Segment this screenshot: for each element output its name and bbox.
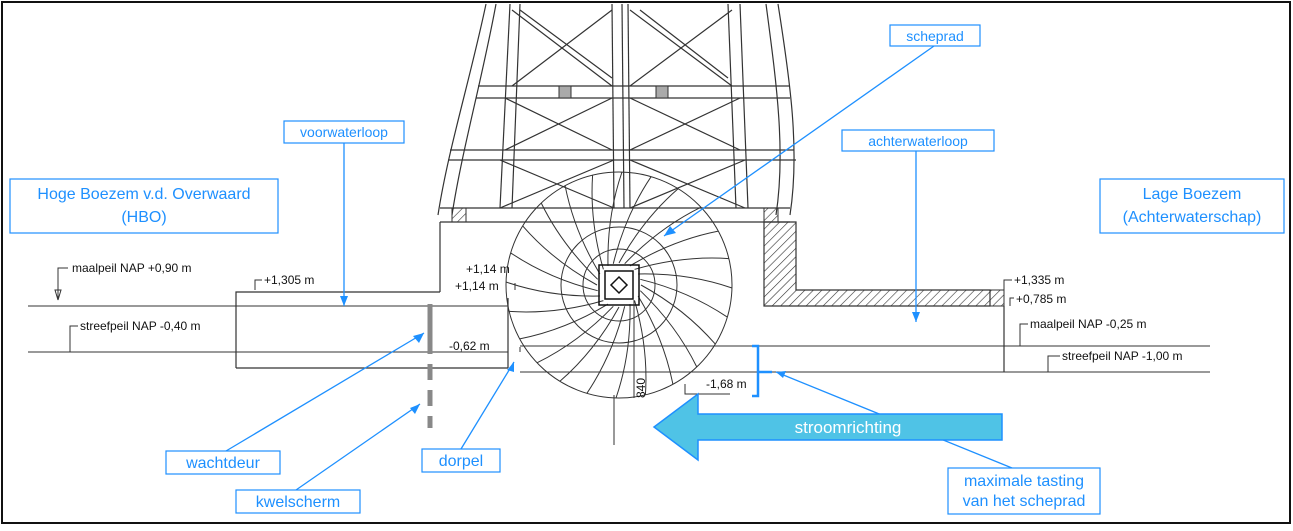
- max-tasting-bracket: [752, 344, 772, 398]
- wheel-paddle: [615, 304, 631, 399]
- wheel-paddle: [612, 176, 652, 264]
- wheel-paddle: [607, 171, 623, 266]
- wheel-paddle: [624, 206, 702, 265]
- right-wall-top-label: +1,335 m: [1014, 273, 1064, 287]
- wheel-paddle: [522, 225, 598, 286]
- mill-tower: [437, 3, 796, 223]
- wheel-paddle: [629, 230, 719, 267]
- wheel-paddle: [638, 273, 733, 289]
- label-voorwaterloop: voorwaterloop: [283, 120, 405, 144]
- wheel-paddle: [536, 305, 614, 364]
- wheel-paddle: [637, 295, 674, 385]
- wheel-paddle: [640, 284, 716, 345]
- sill-label: -0,62 m: [449, 339, 490, 353]
- maalpeil-right-label: maalpeil NAP -0,25 m: [1030, 317, 1147, 331]
- maximale-tasting-line2: van het scheprad: [963, 493, 1086, 510]
- label-kwelscherm: kwelscherm: [235, 489, 361, 514]
- label-wachtdeur: wachtdeur: [165, 450, 281, 475]
- voorwaterloop-text: voorwaterloop: [300, 124, 388, 140]
- beam-blocks: [451, 85, 779, 223]
- scheprad-wheel: [505, 171, 733, 399]
- wheel-paddle: [510, 252, 598, 292]
- label-dorpel: dorpel: [421, 448, 501, 473]
- maalpeil-left-label: maalpeil NAP +0,90 m: [72, 261, 192, 275]
- label-maximale-tasting: maximale tasting van het scheprad: [947, 467, 1101, 515]
- wheel-paddle: [640, 278, 728, 318]
- left-walls: [235, 222, 509, 369]
- wheel-paddle: [586, 306, 626, 394]
- right-walls: [763, 221, 1005, 372]
- wheel-diameter-label: 840: [634, 378, 648, 398]
- wheel-paddle: [505, 281, 600, 297]
- stroomrichting-arrow: stroomrichting: [652, 392, 1003, 462]
- label-lage-boezem: Lage Boezem (Achterwaterschap): [1099, 178, 1285, 234]
- hoge-boezem-line2: (HBO): [121, 209, 166, 226]
- wheel-paddle: [639, 290, 698, 368]
- lage-boezem-line1: Lage Boezem: [1143, 186, 1242, 203]
- water-levels-right: [520, 345, 1210, 373]
- left-wall-top-label: +1,305 m: [264, 273, 314, 287]
- wachtdeur-text: wachtdeur: [185, 455, 260, 472]
- label-scheprad: scheprad: [889, 24, 981, 47]
- hoge-boezem-line1: Hoge Boezem v.d. Overwaard: [37, 186, 250, 203]
- right-floor-label: +0,785 m: [1016, 292, 1066, 306]
- wheel-paddle: [634, 300, 647, 395]
- wheel-bottom-label: -1,68 m: [706, 377, 747, 391]
- wheel-inner-ring: [560, 226, 678, 344]
- wheel-rim: [505, 171, 733, 399]
- dimension-leaders: [54, 267, 1060, 395]
- maximale-tasting-line1: maximale tasting: [964, 473, 1084, 490]
- scheprad-text: scheprad: [906, 28, 964, 44]
- label-achterwaterloop: achterwaterloop: [841, 129, 995, 152]
- kwelscherm-text: kwelscherm: [256, 494, 340, 511]
- wheel-paddle: [618, 188, 679, 264]
- wheel-hub-ring: [582, 248, 656, 322]
- wheel-paddle: [634, 257, 729, 270]
- axle-box: [598, 264, 640, 306]
- streefpeil-left-label: streefpeil NAP -0,40 m: [80, 319, 201, 333]
- wheel-paddle: [559, 306, 620, 382]
- wheel-paddle: [509, 300, 604, 313]
- wheel-paddle: [519, 303, 609, 340]
- wheel-paddle: [564, 185, 601, 275]
- stroomrichting-text: stroomrichting: [795, 418, 902, 437]
- achterwaterloop-text: achterwaterloop: [868, 133, 968, 149]
- label-hoge-boezem: Hoge Boezem v.d. Overwaard (HBO): [9, 178, 279, 234]
- wheel-paddle: [540, 202, 599, 280]
- streefpeil-right-label: streefpeil NAP -1,00 m: [1062, 349, 1183, 363]
- label-arrowheads: [340, 226, 920, 414]
- lage-boezem-line2: (Achterwaterschap): [1123, 209, 1262, 226]
- dorpel-text: dorpel: [439, 453, 483, 470]
- axle-upper-label: +1,14 m: [466, 262, 510, 276]
- axle-lower-label: +1,14 m: [455, 279, 499, 293]
- wheel-paddle: [591, 175, 604, 270]
